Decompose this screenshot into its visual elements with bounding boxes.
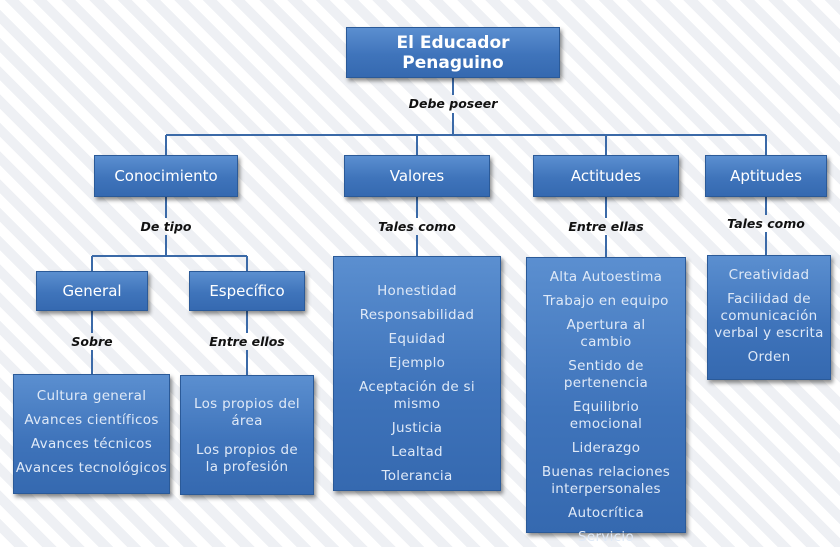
list-item: Ejemplo [388,355,446,371]
category-conocimiento: Conocimiento [94,155,238,197]
list-aptitudes: Creatividad Facilidad de comunicación ve… [707,255,831,380]
list-item: Equilibrio emocional [569,399,643,432]
subcategory-label: General [62,282,122,300]
connector-actitudes: Entre ellas [568,219,644,234]
connector-conocimiento: De tipo [140,219,192,234]
list-item: Sentido de pertenencia [563,358,649,391]
list-item: Los propios del área [194,396,300,429]
list-item: Honestidad [377,283,457,299]
list-item: Orden [747,349,791,365]
list-item: Liderazgo [571,440,641,456]
list-item: Servicio [578,529,634,545]
list-item: Cultura general [36,388,147,404]
list-item: Avances científicos [24,412,159,428]
list-item: Autocrítica [567,505,645,521]
category-label: Valores [389,167,445,185]
category-label: Actitudes [570,167,642,185]
root-label: El Educador Penaguino [396,32,510,73]
root-connector-label: Debe poseer [408,96,498,111]
list-item: Avances técnicos [30,436,153,452]
category-label: Conocimiento [114,167,218,185]
list-item: Avances tecnológicos [15,460,168,476]
category-actitudes: Actitudes [533,155,679,197]
connector-especifico: Entre ellos [209,334,285,349]
root-node: El Educador Penaguino [346,27,560,78]
list-valores: Honestidad Responsabilidad Equidad Ejemp… [333,256,501,491]
list-item: Justicia [391,420,443,436]
list-item: Aceptación de si mismo [359,379,475,412]
list-item: Los propios de la profesión [196,442,298,475]
list-item: Equidad [388,331,446,347]
list-especifico: Los propios del área Los propios de la p… [180,375,314,495]
list-item: Responsabilidad [359,307,475,323]
list-item: Lealtad [391,444,443,460]
list-item: Buenas relaciones interpersonales [541,464,671,497]
list-actitudes: Alta Autoestima Trabajo en equipo Apertu… [526,257,686,545]
category-valores: Valores [344,155,490,197]
subcategory-label: Específico [209,282,285,300]
list-item: Trabajo en equipo [543,293,669,309]
connector-aptitudes: Tales como [727,216,805,231]
connector-general: Sobre [71,334,113,349]
connector-valores: Tales como [378,219,456,234]
list-item: Alta Autoestima [549,269,663,285]
list-item: Creatividad [728,267,810,283]
list-item: Facilidad de comunicación verbal y escri… [714,291,824,341]
list-item: Tolerancia [381,468,453,484]
list-item: Apertura al cambio [566,317,646,350]
category-aptitudes: Aptitudes [705,155,827,197]
category-label: Aptitudes [730,167,802,185]
subcategory-especifico: Específico [189,271,305,311]
list-general: Cultura general Avances científicos Avan… [13,374,170,494]
subcategory-general: General [36,271,148,311]
